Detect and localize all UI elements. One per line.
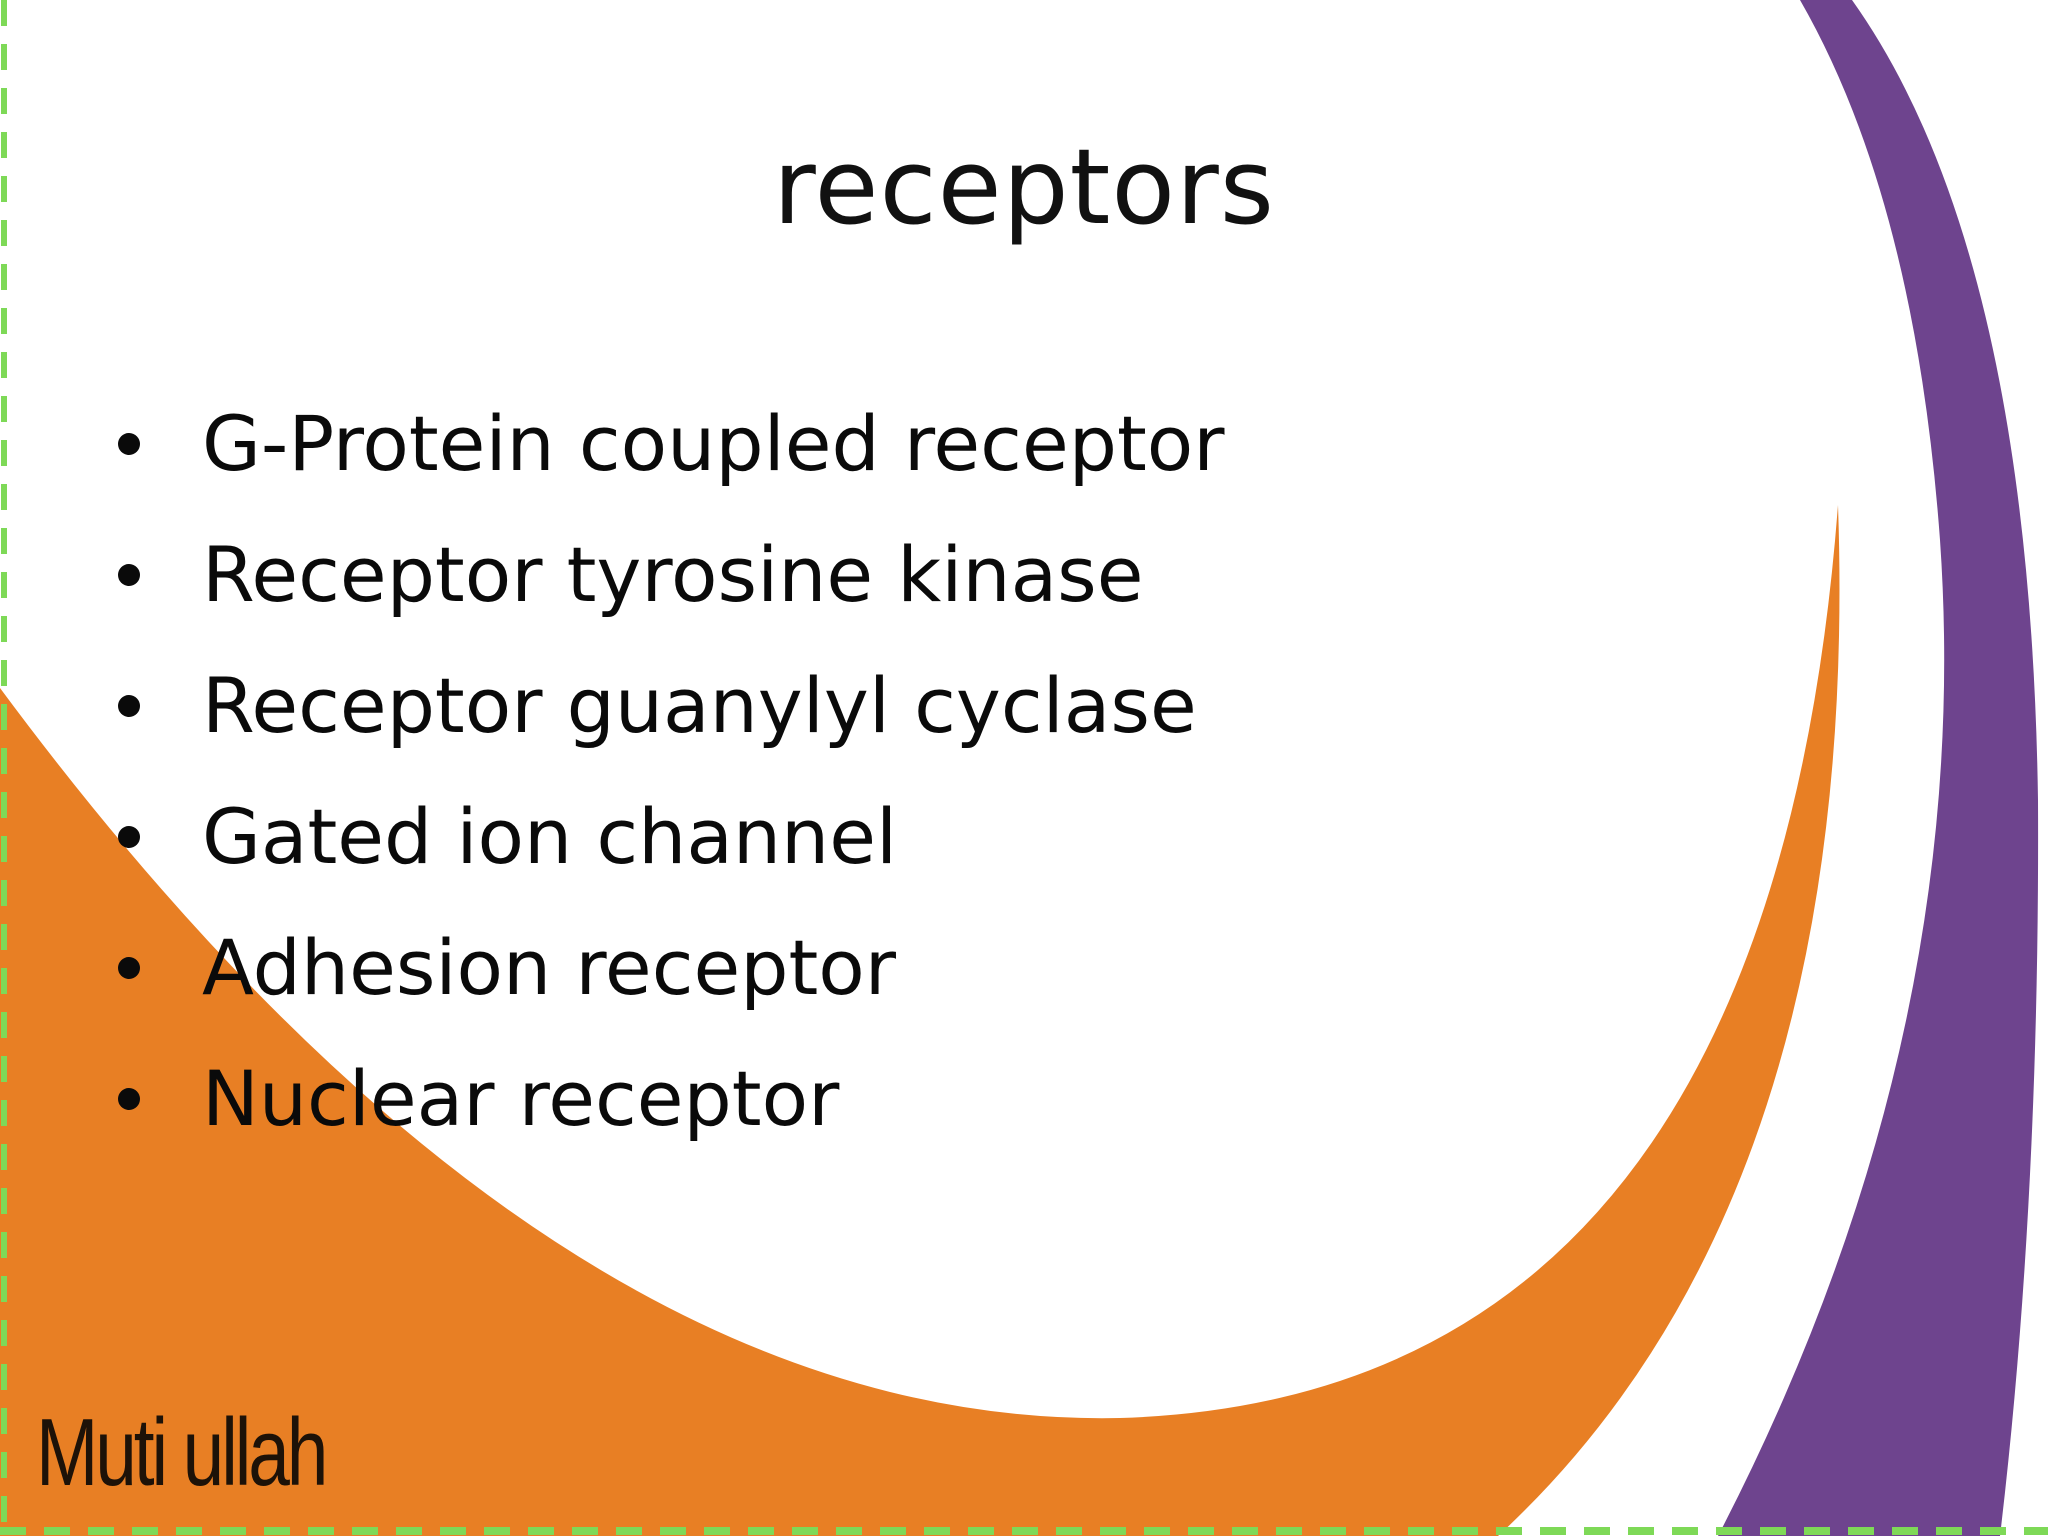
list-item: G-Protein coupled receptor — [118, 378, 1225, 509]
bullet-text: Adhesion receptor — [202, 923, 897, 1012]
list-item: Nuclear receptor — [118, 1033, 1225, 1164]
list-item: Receptor guanylyl cyclase — [118, 640, 1225, 771]
bullet-text: Nuclear receptor — [202, 1054, 840, 1143]
purple-swoosh — [1718, 0, 2039, 1536]
bullet-icon — [118, 563, 140, 586]
bullet-icon — [118, 825, 140, 848]
bullet-icon — [118, 1087, 140, 1110]
bullet-icon — [118, 432, 140, 455]
bullet-text: Gated ion channel — [202, 792, 898, 881]
bullet-icon — [118, 956, 140, 979]
bullet-icon — [118, 694, 140, 717]
list-item: Adhesion receptor — [118, 902, 1225, 1033]
list-item: Gated ion channel — [118, 771, 1225, 902]
slide-title: receptors — [773, 126, 1275, 248]
bullet-text: Receptor tyrosine kinase — [202, 530, 1144, 619]
author-credit: Muti ullah — [36, 1399, 328, 1506]
bullet-text: G-Protein coupled receptor — [202, 399, 1225, 488]
bullet-list: G-Protein coupled receptor Receptor tyro… — [118, 378, 1225, 1164]
list-item: Receptor tyrosine kinase — [118, 509, 1225, 640]
orange-swoosh — [0, 505, 1840, 1536]
bullet-text: Receptor guanylyl cyclase — [202, 661, 1197, 750]
